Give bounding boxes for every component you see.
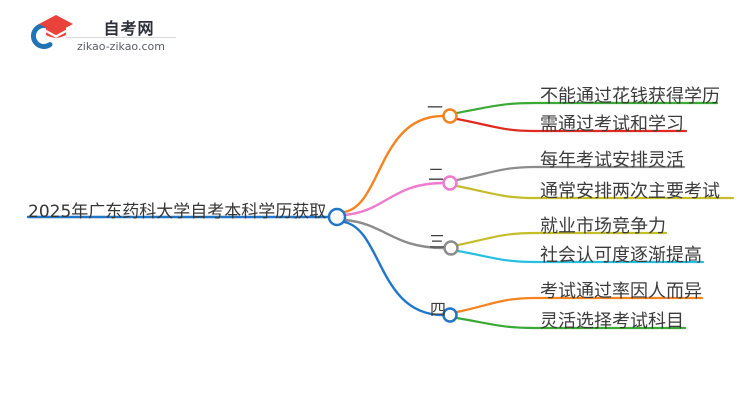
site-url: zikao-zikao.com: [77, 40, 165, 53]
branch-node-circle-1: [442, 108, 458, 124]
branch-label-4: 四: [430, 300, 447, 319]
leaf-line-3a: [456, 231, 668, 247]
branch-label-2: 二: [428, 165, 445, 184]
branch-curve-4: [342, 220, 445, 317]
leaf-line-4b: [455, 316, 687, 330]
leaf-line-2a: [455, 165, 686, 182]
branch-curve-3: [342, 218, 446, 250]
leaf-topic-1-1: 不能通过花钱获得学历: [540, 86, 720, 107]
branch-label-1: 一: [427, 98, 444, 117]
root-node-circle: [327, 207, 347, 227]
leaf-topic-4-1: 考试通过率因人而异: [540, 281, 702, 302]
site-logo[interactable]: 自考网 zikao-zikao.com: [30, 12, 180, 57]
leaf-topic-3-2: 社会认可度逐渐提高: [540, 245, 702, 266]
branch-label-3: 三: [429, 232, 446, 251]
graduation-cap-icon: [31, 15, 73, 49]
leaf-topic-2-2: 通常安排两次主要考试: [540, 181, 720, 202]
leaf-line-1a: [455, 101, 719, 115]
branch-node-circle-3: [443, 240, 459, 256]
leaf-line-2b: [455, 184, 735, 200]
branch-curve-2: [342, 181, 445, 217]
leaf-topic-4-2: 灵活选择考试科目: [540, 311, 684, 332]
site-name: 自考网: [103, 19, 155, 38]
branch-node-circle-2: [442, 175, 458, 191]
leaf-line-4a: [455, 296, 704, 314]
leaf-topic-1-2: 需通过考试和学习: [540, 114, 684, 135]
leaf-topic-3-1: 就业市场竞争力: [540, 216, 666, 237]
branch-node-circle-4: [442, 307, 458, 323]
root-topic: 2025年广东药科大学自考本科学历获取: [28, 202, 327, 222]
branch-curve-1: [342, 114, 445, 214]
leaf-line-1b: [455, 117, 688, 133]
leaf-line-3b: [456, 249, 705, 264]
logo-divider: [66, 37, 176, 38]
leaf-topic-2-1: 每年考试安排灵活: [540, 150, 684, 171]
